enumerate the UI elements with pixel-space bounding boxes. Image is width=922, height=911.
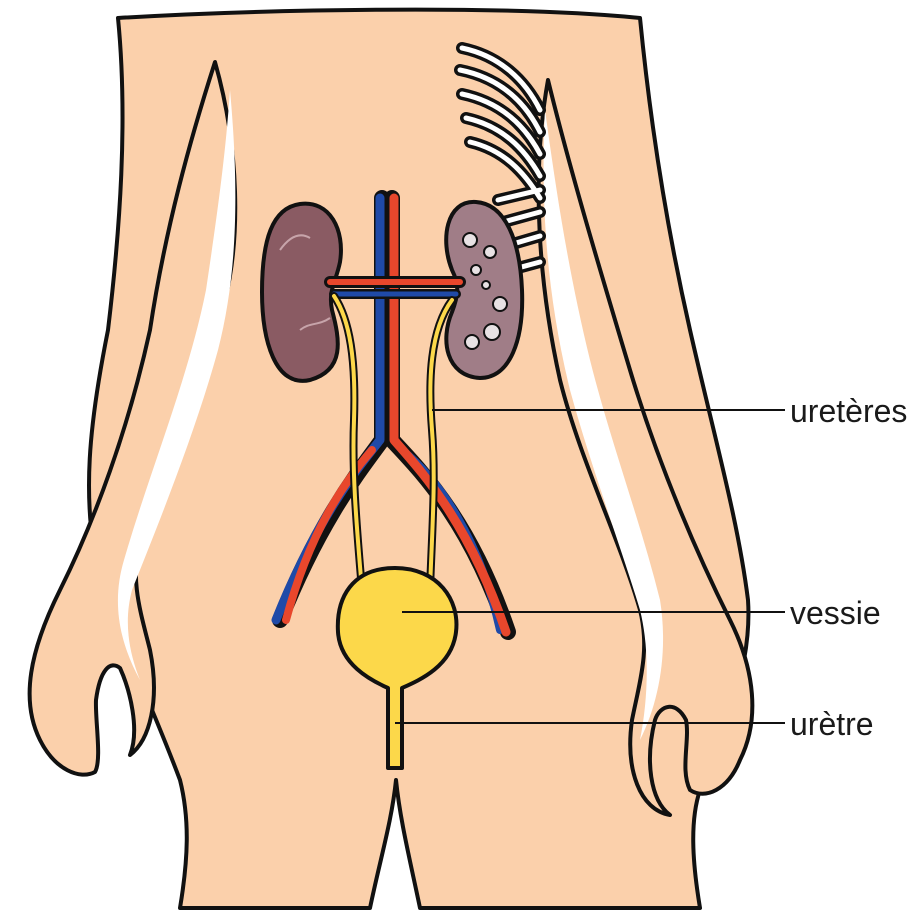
left-kidney	[262, 204, 341, 381]
urethra-label: urètre	[790, 706, 874, 742]
ureters-label: uretères	[790, 393, 907, 429]
bladder-label: vessie	[790, 595, 881, 631]
